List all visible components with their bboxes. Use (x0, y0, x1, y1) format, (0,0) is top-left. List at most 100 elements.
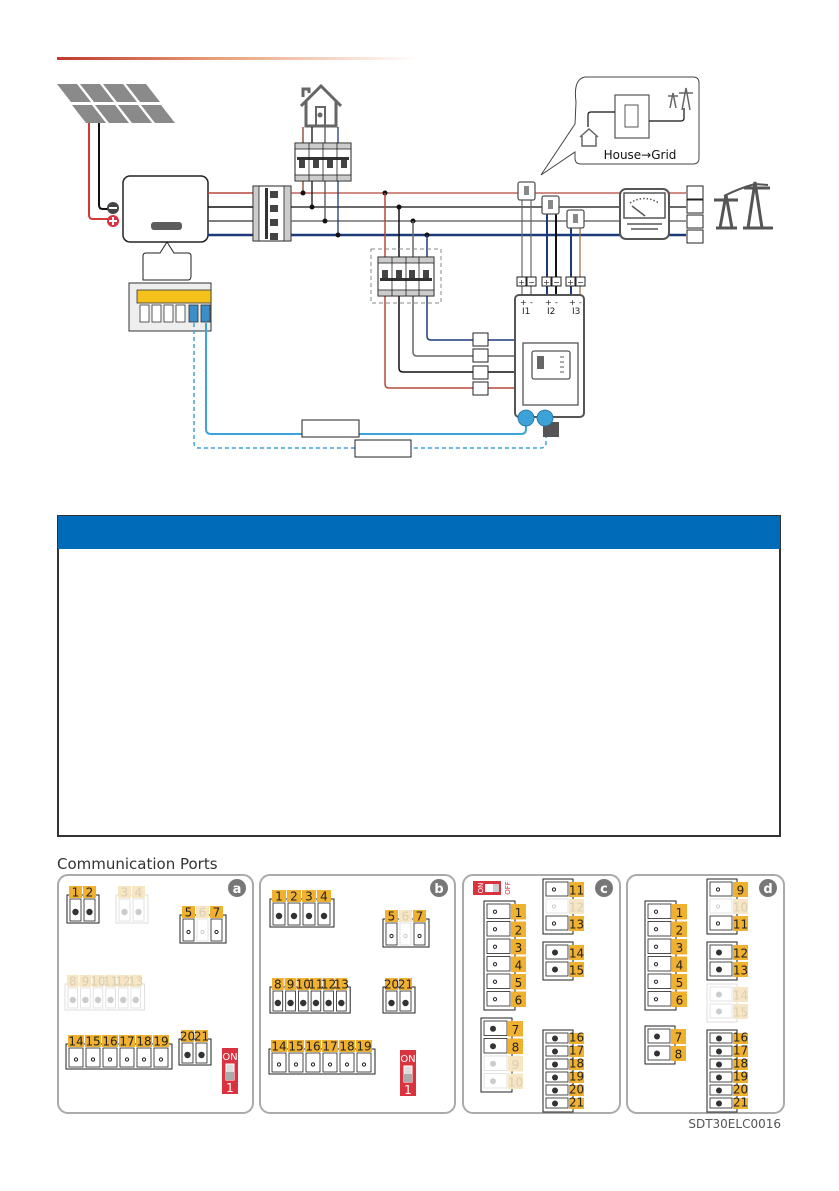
panel-badge-letter: a (233, 882, 242, 897)
pin-label-bg (83, 886, 96, 898)
svg-text:+: + (545, 298, 552, 307)
pin-hole-icon (551, 921, 557, 926)
screw-icon (654, 1033, 660, 1040)
pin-label: 11 (569, 884, 584, 898)
screw-icon (716, 1035, 722, 1042)
screw-icon (388, 999, 395, 1007)
screw-icon (654, 1050, 660, 1057)
screw-icon (135, 908, 142, 916)
pin-label-bg (317, 890, 331, 902)
pin-label: 6 (676, 994, 684, 1008)
pin-label-bg (671, 1046, 686, 1061)
pin-slot (486, 991, 511, 1007)
cable-label-2 (354, 439, 412, 458)
pv-positive-wire (88, 123, 112, 220)
screw-icon (490, 1060, 496, 1067)
screw-icon (198, 1051, 205, 1059)
screw-icon (716, 991, 722, 998)
pin-label-bg (733, 945, 748, 960)
screw-icon (716, 1074, 722, 1081)
pin-label-bg (511, 991, 526, 1007)
pin-hole-icon (653, 997, 659, 1002)
dip-switch-on-label: ON (477, 883, 485, 894)
screw-icon (274, 999, 282, 1007)
comm-terminal-block-icon (128, 282, 212, 332)
pin-label-bg (210, 906, 223, 918)
screw-icon (552, 1087, 558, 1094)
pin-label-bg (136, 1035, 152, 1047)
pin-label: 3 (305, 890, 313, 904)
pin-label: 10 (733, 901, 748, 915)
pin-slot (709, 898, 733, 914)
pin-label: 7 (512, 1023, 520, 1037)
pin-hole-icon (492, 944, 498, 949)
pin-hole-icon (492, 909, 498, 914)
pin-label: 14 (733, 989, 748, 1003)
pin-label: 3 (121, 886, 129, 900)
pin-label: 20 (180, 1030, 195, 1044)
pin-label: 8 (69, 975, 77, 989)
panel-badge-icon (430, 879, 448, 897)
inverter-ac-wires (208, 192, 253, 237)
pin-label-bg (508, 1056, 523, 1072)
pin-label: 20 (569, 1083, 584, 1097)
pin-hole-icon (492, 997, 498, 1002)
pin-slot (486, 956, 511, 972)
pin-label: 20 (384, 978, 399, 992)
pin-hole-icon (492, 927, 498, 932)
screw-icon (94, 996, 102, 1004)
pylon-small-icon (668, 87, 693, 111)
pin-label-bg (511, 904, 526, 920)
pin-label: 15 (288, 1040, 303, 1054)
screw-icon (552, 949, 558, 956)
pin-hole-icon (492, 979, 498, 984)
pin-label: 3 (676, 941, 684, 955)
pin-label-bg (569, 1046, 584, 1057)
grid-pylon-icon (714, 181, 773, 230)
pin-label-bg (511, 956, 526, 972)
pin-label-bg (335, 978, 348, 990)
screw-icon (86, 908, 93, 916)
pin-label: 4 (676, 959, 684, 973)
pin-hole-icon (653, 944, 659, 949)
junction-dots (300, 190, 430, 238)
screw-icon (305, 912, 313, 920)
ct-label-i3: I3 (572, 307, 580, 317)
pin-label: 13 (733, 964, 748, 978)
screw-icon (275, 912, 283, 920)
pin-hole-icon (73, 1057, 79, 1062)
pin-label-bg (508, 1038, 523, 1054)
screw-icon (69, 996, 77, 1004)
inverter-callout (142, 241, 192, 281)
pin-label-bg (69, 886, 82, 898)
pin-label: 2 (515, 924, 523, 938)
notice-box-header (58, 516, 780, 549)
pin-label: 16 (102, 1035, 117, 1049)
dip-switch: ON1 (222, 1048, 238, 1095)
pin-label: 5 (676, 976, 684, 990)
pin-label-bg (85, 1035, 101, 1047)
screw-icon (552, 1048, 558, 1055)
pin-label: 4 (320, 890, 328, 904)
pin-label-bg (733, 1098, 748, 1109)
pin-label: 12 (569, 901, 584, 915)
pin-label-bg (733, 1059, 748, 1070)
pin-label: 20 (733, 1083, 748, 1097)
pin-label-bg (733, 1033, 748, 1044)
pin-slot (545, 915, 569, 931)
pin-slot (545, 898, 569, 914)
pin-label: 12 (733, 947, 748, 961)
pin-hole-icon (653, 979, 659, 984)
pin-label: 8 (274, 978, 282, 992)
pin-label-bg (130, 975, 142, 987)
svg-text:+: + (543, 278, 550, 287)
pin-label-bg (569, 899, 584, 914)
pin-label: 9 (512, 1058, 520, 1072)
pin-label-bg (508, 1021, 523, 1037)
grid-meter-icon (619, 188, 670, 240)
